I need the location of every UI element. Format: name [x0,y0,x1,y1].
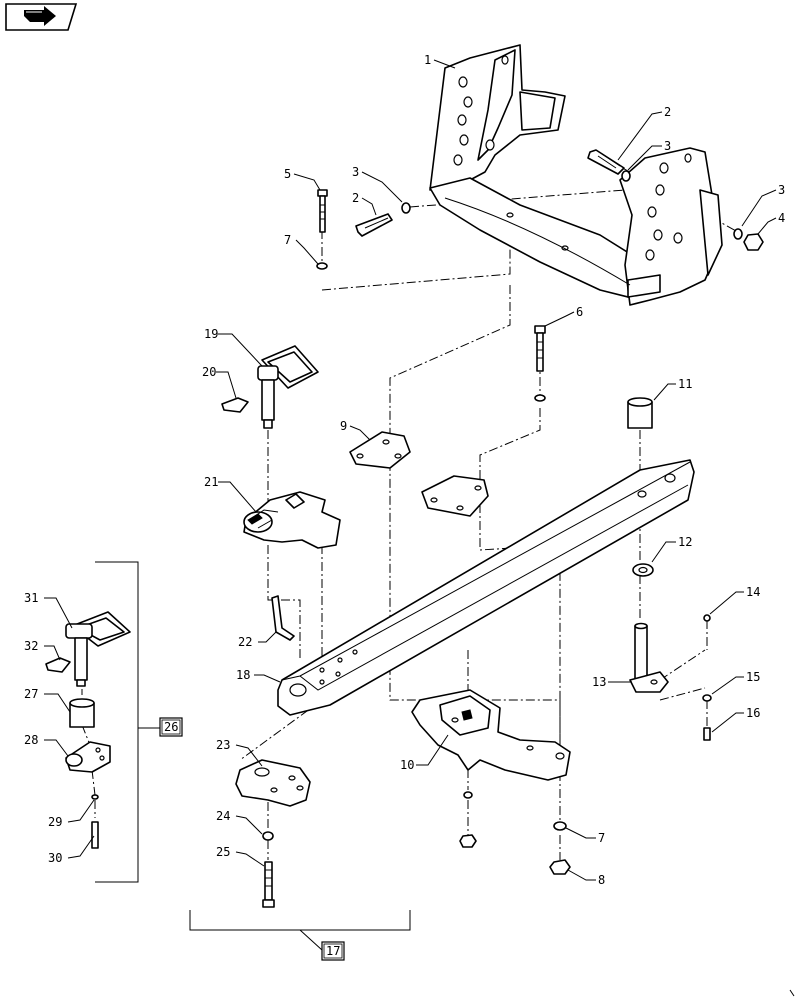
group-26-bracket [95,561,160,883]
part-1-front-bracket [429,44,723,306]
part-3-washer-right [733,228,743,240]
boxed-callout-26: 26 [159,717,183,737]
part-18-drawbar [277,459,695,716]
corner-mark [789,989,795,997]
callout-7: 7 [598,831,605,845]
callout-16: 16 [746,706,760,720]
part-5-bolt [317,189,328,233]
callout-25: 25 [216,845,230,859]
part-plate-right [421,475,489,517]
part-29-washer [91,794,99,800]
callout-9: 9 [340,419,347,433]
part-2-bolt-upper [587,149,625,175]
part-14-grease-fitting [703,614,711,622]
callout-5: 5 [284,167,291,181]
part-6-bolt [534,325,546,372]
part-13-pin [629,622,669,693]
boxed-callout-17-label: 17 [326,944,340,958]
callout-15: 15 [746,670,760,684]
callout-31: 31 [24,591,38,605]
callout-14: 14 [746,585,760,599]
next-page-arrow-icon [24,6,56,26]
part-washer-6 [534,394,546,402]
callout-29: 29 [48,815,62,829]
callout-32: 32 [24,639,38,653]
callout-27: 27 [24,687,38,701]
part-30-bolt [91,821,99,849]
part-24-washer [262,831,274,841]
part-23-hitch-plate [235,759,311,807]
callout-19: 19 [204,327,218,341]
part-20-clip [221,397,249,413]
callout-22: 22 [238,635,252,649]
callout-4: 4 [778,211,785,225]
part-16-bolt [703,727,711,741]
callout-28: 28 [24,733,38,747]
part-7-washer-left [316,262,328,270]
part-31-lynch-pin [65,611,131,687]
part-10-support-bracket [411,689,571,781]
part-28-pivot-plate [65,741,111,773]
part-7-washer-right [553,821,567,831]
callout-2: 2 [664,105,671,119]
callout-24: 24 [216,809,230,823]
part-19-lynch-pin [257,345,319,429]
boxed-callout-17: 17 [321,941,345,961]
part-9-plate [349,431,411,469]
part-3-washer-upper [621,170,631,182]
callout-7: 7 [284,233,291,247]
callout-2: 2 [352,191,359,205]
callout-3: 3 [352,165,359,179]
callout-labels: 1 2 3 3 2 3 4 5 7 6 19 20 9 11 21 12 14 … [24,53,785,887]
group-17-bracket [189,910,411,951]
callout-6: 6 [576,305,583,319]
part-12-washer [632,563,654,577]
part-nut-under-10 [459,834,477,848]
callout-10: 10 [400,758,414,772]
next-page-button[interactable] [5,3,78,31]
part-21-hitch-hook [243,491,341,549]
part-27-bushing [69,698,95,728]
callout-3: 3 [664,139,671,153]
part-25-bolt [262,861,275,908]
part-15-washer [702,694,712,702]
part-2-bolt-left [355,213,393,237]
part-4-nut [743,233,764,251]
callout-13: 13 [592,675,606,689]
callout-1: 1 [424,53,431,67]
leader-lines [44,59,777,881]
callout-18: 18 [236,668,250,682]
part-11-bushing [627,397,653,429]
callout-23: 23 [216,738,230,752]
callout-11: 11 [678,377,692,391]
boxed-callout-26-label: 26 [164,720,178,734]
callout-12: 12 [678,535,692,549]
callout-3: 3 [778,183,785,197]
callout-30: 30 [48,851,62,865]
callout-8: 8 [598,873,605,887]
part-washer-under-10 [463,791,473,799]
part-32-clip [45,657,71,673]
part-8-nut [549,859,571,875]
callout-21: 21 [204,475,218,489]
part-3-washer-left [401,202,411,214]
callout-20: 20 [202,365,216,379]
